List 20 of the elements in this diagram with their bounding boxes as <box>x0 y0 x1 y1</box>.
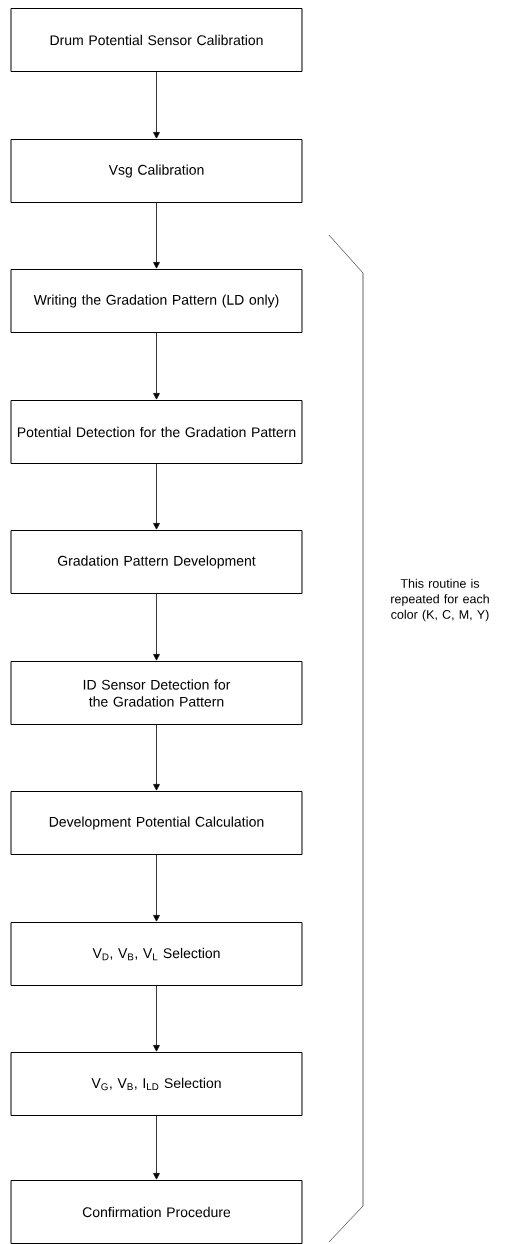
process-box: V$_{G}$, V$_{B}$, I$_{LD}$ Selection <box>10 1052 303 1116</box>
process-box: Vsg Calibration <box>10 139 303 203</box>
process-box: ID Sensor Detection for the Gradation Pattern <box>10 661 303 725</box>
process-box: Confirmation Procedure <box>10 1180 303 1244</box>
process-box: Gradation Pattern Development <box>10 530 303 594</box>
arrow <box>153 1115 160 1180</box>
process-box: Drum Potential Sensor Calibration <box>10 8 303 72</box>
arrow <box>153 71 160 139</box>
process-box: Potential Detection for the Gradation Pattern <box>10 400 303 464</box>
arrow <box>153 724 160 791</box>
arrow <box>153 985 160 1052</box>
process-box: Development Potential Calculation <box>10 791 303 855</box>
arrow <box>153 593 160 661</box>
arrow <box>153 332 160 400</box>
process-box: Writing the Gradation Pattern (LD only) <box>10 269 303 333</box>
arrow <box>153 854 160 922</box>
arrow <box>153 463 160 530</box>
process-box: V$_{D}$, V$_{B}$, V$_{L}$ Selection <box>10 922 303 986</box>
note-text: This routine is repeated for each color (K, C, M, Y) <box>391 578 489 622</box>
arrow <box>153 202 160 269</box>
